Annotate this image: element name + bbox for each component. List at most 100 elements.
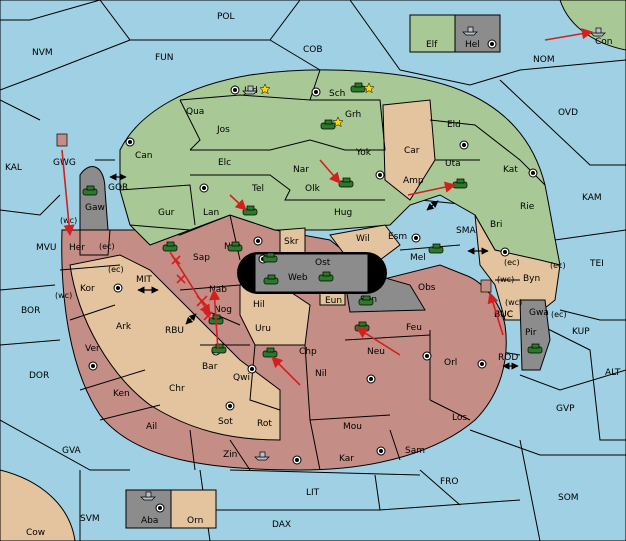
svg-text:Orl: Orl [444, 358, 457, 368]
svg-text:Gur: Gur [158, 208, 175, 218]
svg-text:Sam: Sam [405, 446, 425, 456]
sea-labels: POL NVM FUN COB NOM OVD KAL KAM MVU GOR … [5, 12, 621, 530]
red-province-labels: Gaw Her Kor Ver Ken Ail Zin Kar Mou Sam … [69, 203, 467, 464]
move-arrow [356, 327, 401, 356]
supply-center-icon [528, 168, 538, 178]
svg-text:Jos: Jos [216, 125, 230, 135]
svg-text:Amp: Amp [403, 176, 424, 186]
svg-text:Sch: Sch [329, 89, 345, 99]
svg-text:Chr: Chr [169, 384, 185, 394]
sea-gor: GOR [108, 183, 128, 193]
svg-text:Gaw: Gaw [85, 203, 105, 213]
supply-center-icon [422, 351, 432, 361]
svg-text:(wc): (wc) [55, 291, 72, 300]
sea-som: SOM [558, 493, 579, 503]
svg-text:Qwi: Qwi [233, 373, 250, 383]
sea-mvu: MVU [36, 243, 57, 253]
svg-text:Gwa: Gwa [529, 308, 549, 318]
supply-center-icon [230, 85, 240, 95]
supply-center-icon [411, 233, 421, 243]
supply-center-icon [292, 455, 302, 465]
fleet-icon [480, 279, 492, 293]
svg-text:Mel: Mel [410, 253, 426, 263]
svg-text:(ec): (ec) [99, 242, 115, 251]
svg-text:Sot: Sot [218, 417, 233, 427]
green-province-labels: Jad Sch Qua Jos Grh Eld Can Yok Elc Nar … [135, 40, 518, 218]
svg-text:Elf: Elf [426, 40, 438, 50]
svg-text:Uru: Uru [255, 324, 271, 334]
svg-text:Chp: Chp [299, 347, 317, 357]
svg-text:Aba: Aba [141, 516, 158, 526]
svg-text:Bri: Bri [490, 220, 502, 230]
sea-ovd: OVD [558, 108, 578, 118]
sea-dor: DOR [29, 371, 49, 381]
army-icon [350, 82, 366, 93]
sea-svm: SVM [80, 514, 100, 524]
army-icon [227, 241, 243, 252]
fleet-icon [590, 27, 606, 37]
svg-text:Can: Can [135, 151, 153, 161]
army-icon [338, 177, 354, 188]
star-icon [259, 83, 271, 95]
move-arrow [407, 181, 457, 196]
svg-text:Sap: Sap [193, 253, 210, 263]
fleet-icon [462, 26, 478, 36]
sea-nvm: NVM [32, 48, 53, 58]
svg-text:(wc): (wc) [497, 275, 514, 284]
sea-mit: MIT [136, 275, 152, 285]
supply-center-icon [247, 364, 257, 374]
fleet-icon [56, 133, 68, 147]
svg-text:Ver: Ver [85, 344, 100, 354]
supply-center-icon [125, 137, 135, 147]
supply-center-icon [225, 401, 235, 411]
svg-text:Elc: Elc [218, 158, 231, 168]
svg-text:Esm: Esm [388, 232, 407, 242]
move-arrow [61, 149, 75, 237]
svg-text:(ec): (ec) [504, 258, 520, 267]
sea-nom: NOM [533, 55, 555, 65]
sea-lit: LIT [306, 488, 320, 498]
army-icon [82, 185, 98, 196]
svg-text:Kat: Kat [503, 165, 518, 175]
move-arrow [169, 251, 211, 316]
move-arrow [271, 356, 301, 386]
svg-text:Hel: Hel [465, 40, 480, 50]
svg-text:Nar: Nar [293, 165, 309, 175]
supply-center-icon [487, 39, 497, 49]
sea-rbu: RBU [165, 326, 184, 336]
sea-kup: KUP [572, 327, 590, 337]
army-icon [211, 343, 227, 354]
sea-kam: KAM [582, 193, 602, 203]
sea-kal: KAL [5, 163, 22, 173]
move-arrow [209, 288, 221, 351]
cut-order-x [203, 311, 213, 321]
sea-pol: POL [217, 12, 235, 22]
fleet-icon [242, 85, 258, 95]
svg-text:Qua: Qua [186, 107, 204, 117]
svg-text:GWG: GWG [53, 158, 76, 168]
army-icon [262, 347, 278, 358]
svg-text:Grh: Grh [345, 110, 361, 120]
supply-center-icon [155, 503, 165, 513]
svg-text:Her: Her [69, 243, 85, 253]
supply-center-icon [88, 361, 98, 371]
svg-text:Rie: Rie [520, 202, 535, 212]
army-icon [452, 178, 468, 189]
svg-text:BUC: BUC [494, 310, 513, 320]
army-icon [428, 243, 444, 254]
svg-text:Kar: Kar [339, 454, 354, 464]
svg-text:(wc): (wc) [505, 298, 522, 307]
supply-center-icon [459, 140, 469, 150]
sea-sma: SMA [456, 226, 476, 236]
svg-text:Cow: Cow [26, 528, 45, 538]
star-icon [363, 82, 375, 94]
supply-center-icon [500, 247, 510, 257]
svg-text:Ark: Ark [116, 322, 132, 332]
sea-rod: ROD [498, 353, 518, 363]
supply-center-icon [477, 359, 487, 369]
move-arrow [487, 291, 504, 336]
move-orders [61, 28, 594, 386]
svg-text:Nog: Nog [214, 305, 232, 315]
svg-text:Tel: Tel [251, 184, 264, 194]
